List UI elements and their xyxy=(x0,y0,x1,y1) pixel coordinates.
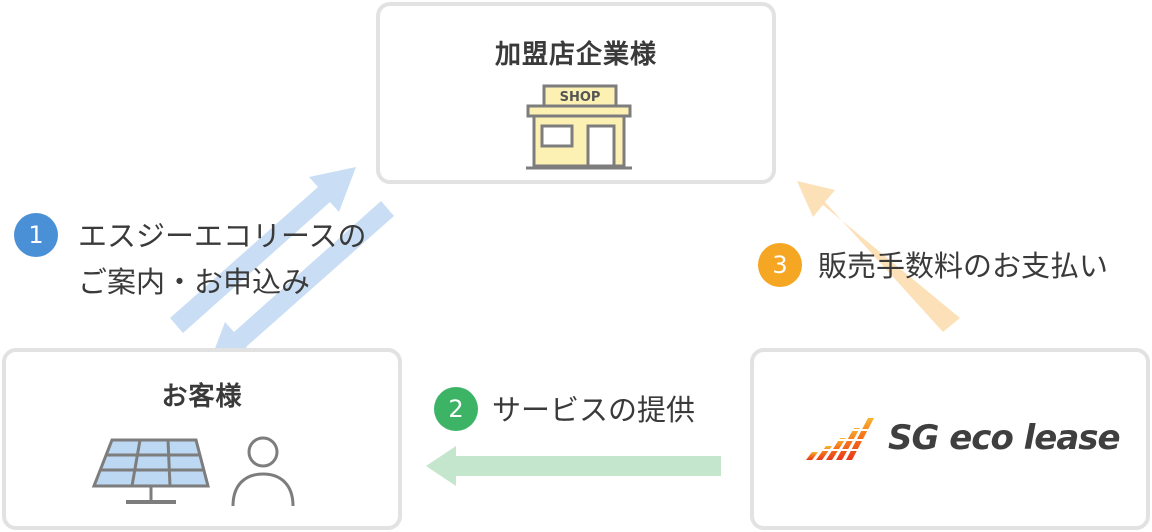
step-2-badge: 2 xyxy=(434,387,478,431)
shop-node: 加盟店企業様 SHOP xyxy=(376,2,776,184)
shop-title: 加盟店企業様 xyxy=(494,40,657,70)
step-1-line-1: エスジーエコリースの xyxy=(78,219,367,253)
step-3: 3 販売手数料のお支払い xyxy=(758,243,1108,289)
sg-eco-lease-node: SG eco lease xyxy=(750,348,1150,530)
sg-eco-lease-logo: SG eco lease xyxy=(798,412,1121,464)
shop-icon: SHOP xyxy=(526,84,632,170)
customer-title: お客様 xyxy=(161,382,243,412)
arrow-sg-to-customer xyxy=(426,446,721,486)
solar-panel-icon xyxy=(91,438,210,504)
step-3-label: 販売手数料のお支払い xyxy=(818,249,1109,283)
step-1-line-2: ご案内・お申込み xyxy=(78,265,311,299)
step-3-badge: 3 xyxy=(758,243,802,287)
step-1-label: エスジーエコリースの ご案内・お申込み xyxy=(78,213,367,305)
step-1-badge: 1 xyxy=(14,213,58,257)
shop-sign-text: SHOP xyxy=(560,90,601,105)
arrow-shop-to-customer xyxy=(208,201,394,367)
step-2: 2 サービスの提供 xyxy=(434,387,695,433)
step-2-label: サービスの提供 xyxy=(492,393,696,427)
arrow-customer-to-shop xyxy=(170,167,356,333)
step-1: 1 エスジーエコリースの ご案内・お申込み xyxy=(14,213,367,305)
arrow-sg-to-shop xyxy=(797,181,960,332)
customer-node: お客様 xyxy=(2,348,402,530)
sg-logo-mark-icon xyxy=(802,418,874,460)
sg-brand-name: SG eco lease xyxy=(888,418,1121,458)
person-icon xyxy=(231,436,295,507)
